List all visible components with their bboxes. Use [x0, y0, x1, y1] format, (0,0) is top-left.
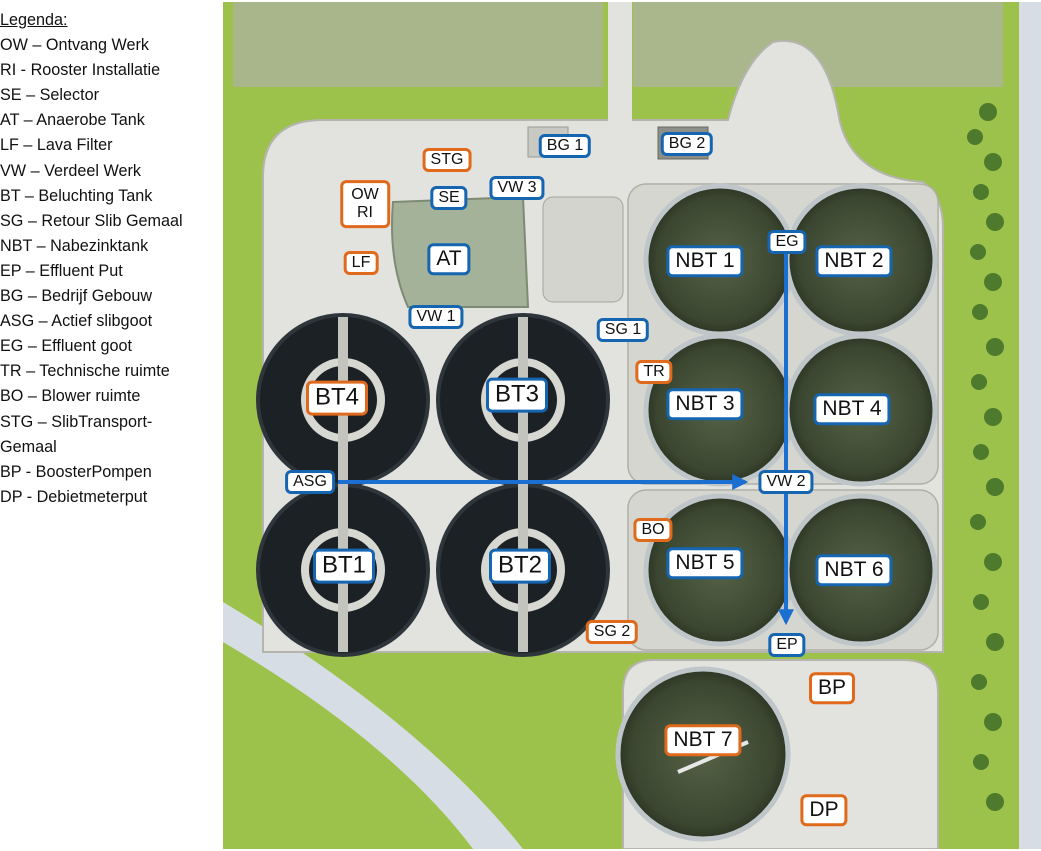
legend-item-se: SE – Selector: [0, 86, 99, 105]
legend-item-lf: LF – Lava Filter: [0, 136, 113, 155]
field-patch: [233, 2, 603, 87]
label-vw3: VW 3: [489, 176, 545, 200]
label-nbt7: NBT 7: [664, 724, 742, 756]
label-nbt4: NBT 4: [813, 393, 891, 425]
label-se: SE: [430, 186, 468, 210]
label-ow-ri: OW RI: [340, 180, 390, 228]
plot: [542, 196, 624, 303]
label-asg: ASG: [285, 470, 335, 494]
label-bp: BP: [808, 672, 856, 704]
legend-item-stg: STG – SlibTransport-: [0, 412, 153, 431]
label-bg1: BG 1: [538, 134, 592, 158]
legend-item-dp: DP - Debietmeterput: [0, 487, 148, 506]
label-bg2: BG 2: [660, 132, 714, 156]
label-sg1: SG 1: [596, 318, 650, 342]
plant-map: BG 1 BG 2 STG OW RI SE VW 3 LF AT VW 1 N…: [223, 2, 1041, 849]
label-dp: DP: [800, 794, 848, 826]
site-drawing: [223, 2, 1041, 849]
label-ep: EP: [768, 633, 806, 657]
label-nbt5: NBT 5: [666, 547, 744, 579]
legend-item-ow: OW – Ontvang Werk: [0, 36, 150, 55]
legend-item-asg: ASG – Actief slibgoot: [0, 312, 153, 331]
legend: Legenda: OW – Ontvang Werk RI - Rooster …: [0, 8, 222, 510]
legend-item-bg: BG – Bedrijf Gebouw: [0, 287, 153, 306]
tree-row: [967, 103, 1004, 811]
legend-item-bt: BT – Beluchting Tank: [0, 186, 153, 205]
label-vw1: VW 1: [408, 305, 464, 329]
label-tr: TR: [635, 360, 673, 384]
canal: [1019, 2, 1041, 849]
legend-item-bo: BO – Blower ruimte: [0, 387, 141, 406]
label-bt1: BT1: [312, 548, 376, 584]
legend-title: Legenda:: [0, 11, 68, 29]
label-bt4: BT4: [305, 380, 369, 416]
label-eg: EG: [767, 230, 807, 254]
legend-item-nbt: NBT – Nabezinktank: [0, 236, 149, 255]
label-bo: BO: [633, 518, 673, 542]
label-stg: STG: [422, 148, 472, 172]
legend-item-eg: EG – Effluent goot: [0, 337, 132, 356]
legend-item-stg-cont: Gemaal: [0, 437, 57, 456]
label-at: AT: [427, 243, 471, 275]
legend-item-ri: RI - Rooster Installatie: [0, 61, 161, 80]
label-nbt3: NBT 3: [666, 388, 744, 420]
label-sg2: SG 2: [585, 620, 639, 644]
label-lf: LF: [343, 251, 379, 275]
legend-item-tr: TR – Technische ruimte: [0, 362, 170, 381]
label-nbt2: NBT 2: [815, 245, 893, 277]
legend-item-sg: SG – Retour Slib Gemaal: [0, 211, 183, 230]
label-nbt1: NBT 1: [666, 245, 744, 277]
flow-arrows: [338, 252, 794, 626]
label-nbt6: NBT 6: [815, 554, 893, 586]
label-vw2: VW 2: [758, 470, 814, 494]
label-bt3: BT3: [485, 377, 549, 413]
label-bt2: BT2: [488, 548, 552, 584]
legend-item-vw: VW – Verdeel Werk: [0, 161, 141, 180]
canal: [223, 602, 523, 849]
legend-item-bp: BP - BoosterPompen: [0, 462, 152, 481]
label-ow: OW: [351, 186, 379, 204]
label-ri: RI: [356, 204, 373, 221]
access-road: [608, 2, 632, 127]
legend-item-at: AT – Anaerobe Tank: [0, 111, 145, 130]
legend-item-ep: EP – Effluent Put: [0, 261, 123, 280]
